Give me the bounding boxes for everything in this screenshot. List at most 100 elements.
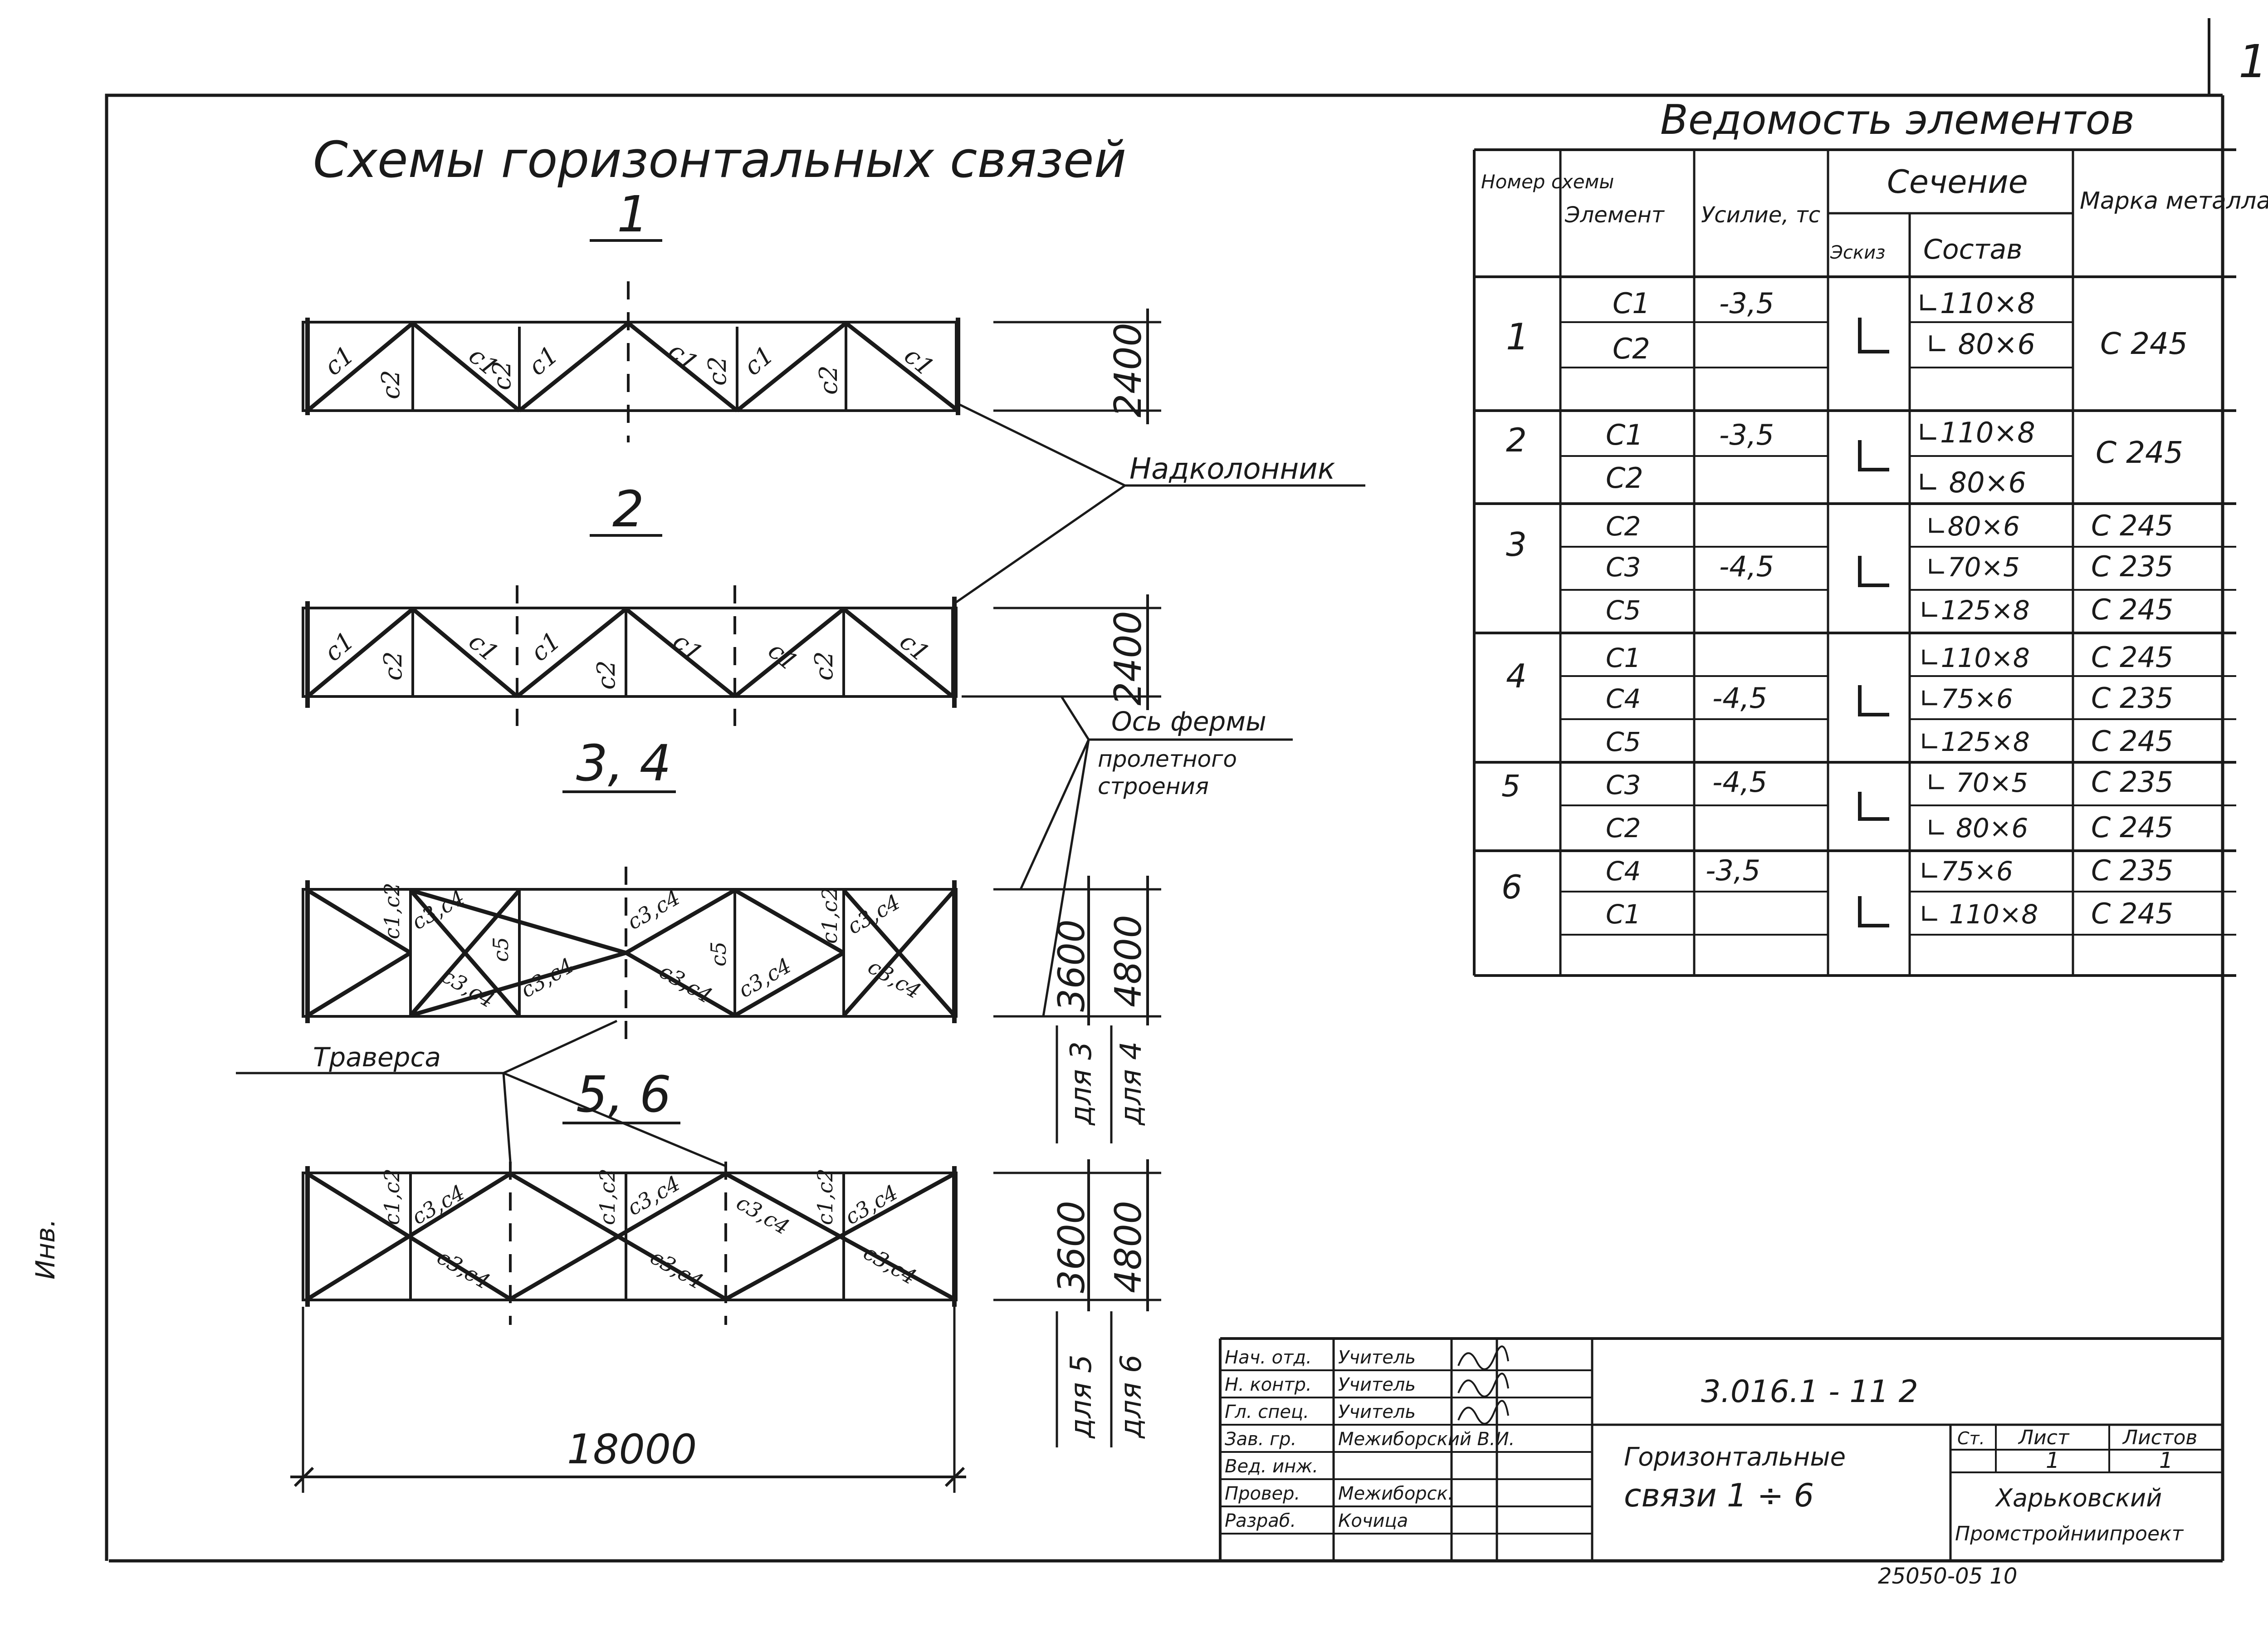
g3-r2-force: -4,5: [1719, 550, 1774, 583]
tb-doc-title-1: Горизонтальные: [1624, 1442, 1846, 1472]
s5-m4: с1,с2: [595, 1168, 620, 1225]
s2-m6: с1: [668, 627, 709, 668]
tb-role-5: Провер.: [1225, 1483, 1300, 1504]
span-dimension: 18000: [290, 1307, 966, 1493]
s2-m8: с2: [810, 651, 838, 681]
s5-for-b: для 6: [1114, 1354, 1148, 1439]
g1-r2-el: С2: [1613, 332, 1650, 365]
g1-r2-comp: ∟ 80×6: [1926, 328, 2035, 361]
os-fermy-label: Ось фермы: [1111, 706, 1266, 737]
scheme-2-label: 2: [612, 480, 644, 538]
scheme-5-6: 5, 6 с1,с2 с3,с4 с3,с4 с1,с2 с3,с4: [302, 1065, 1161, 1447]
tb-sheet-label: Лист: [2018, 1426, 2070, 1449]
g3-scheme: 3: [1506, 525, 1527, 564]
margin-note: Инв.: [30, 1219, 61, 1280]
hdr-sketch: Эскиз: [1830, 242, 1885, 263]
tb-role-0: Нач. отд.: [1225, 1347, 1312, 1368]
tb-name-1: Учитель: [1338, 1374, 1416, 1395]
g3-r3-steel: С 245: [2091, 593, 2173, 626]
s5-dim-a: 3600: [1051, 1201, 1093, 1293]
scheme-3-4-label: 3, 4: [576, 734, 671, 792]
s5-m7: с3,с4: [733, 1190, 794, 1240]
scheme-1: 1 с1 с2 с1 с2 с1 с1 с2 с1: [302, 185, 1161, 442]
s1-m7: с2: [703, 356, 732, 386]
g3-r2-steel: С 235: [2091, 550, 2173, 583]
page-number: 11: [2239, 35, 2268, 88]
s1-m5: с1: [523, 340, 564, 381]
g6-r1-comp: ∟75×6: [1919, 856, 2013, 887]
os-fermy-label-3: строения: [1098, 773, 1209, 799]
s3-m12: с3,с4: [864, 954, 925, 1004]
tb-stage-label: Ст.: [1957, 1428, 1985, 1448]
elements-table: Ведомость элементов Номер схемы Элемент …: [1473, 96, 2268, 977]
s1-m6: с1: [663, 337, 704, 378]
g5-r1-el: С3: [1606, 770, 1641, 800]
nadkolonnik-label: Надколонник: [1129, 452, 1335, 486]
s1-m9: с2: [814, 365, 843, 395]
s3-m1: с1,с2: [380, 883, 404, 939]
s2-m5: с2: [592, 660, 621, 690]
tb-name-5: Межиборск.: [1338, 1483, 1454, 1504]
tb-name-6: Кочица: [1338, 1510, 1408, 1531]
tb-role-4: Вед. инж.: [1225, 1456, 1318, 1477]
s3-m7: с5: [706, 941, 731, 966]
s3-m5: с3,с4: [517, 953, 578, 1002]
s3-m10: с1,с2: [817, 887, 842, 944]
g3-r2-el: С3: [1606, 552, 1641, 583]
signature-marks: [1457, 1345, 1509, 1425]
g2-scheme: 2: [1506, 421, 1527, 459]
tb-doc-title-2: связи 1 ÷ 6: [1624, 1477, 1814, 1514]
g4-r3-steel: С 245: [2091, 725, 2173, 758]
g5-r1-force: -4,5: [1712, 765, 1767, 799]
tb-sheets-label: Листов: [2122, 1426, 2197, 1449]
g1-steel: С 245: [2100, 326, 2188, 361]
g2-r1-el: С1: [1606, 418, 1643, 451]
s1-height: 2400: [1107, 323, 1150, 417]
g5-r1-comp: ∟ 70×5: [1926, 767, 2028, 798]
table-title: Ведомость элементов: [1660, 96, 2135, 144]
tb-org-1: Харьковский: [1994, 1484, 2162, 1512]
g4-r2-steel: С 235: [2091, 682, 2173, 715]
scheme-1-label: 1: [617, 185, 649, 243]
g3-r1-steel: С 245: [2091, 509, 2173, 542]
g4-r3-el: С5: [1606, 726, 1641, 757]
title-block: Нач. отд. Н. контр. Гл. спец. Зав. гр. В…: [1219, 1337, 2223, 1589]
s5-m9: с3,с4: [841, 1180, 902, 1229]
g5-r2-el: С2: [1606, 813, 1641, 843]
s3-for-a: для 3: [1065, 1041, 1098, 1126]
left-title: Схемы горизонтальных связей: [313, 131, 1126, 189]
tb-archive-no: 25050-05 10: [1878, 1564, 2017, 1589]
s2-m9: с1: [894, 627, 935, 668]
g4-r1-comp: ∟110×8: [1919, 642, 2030, 673]
g5-r2-steel: С 245: [2091, 811, 2173, 844]
s5-for-a: для 5: [1065, 1354, 1098, 1439]
s1-m2: с2: [376, 370, 405, 399]
g6-r1-steel: С 235: [2091, 854, 2173, 887]
g6-r2-steel: С 245: [2091, 897, 2173, 930]
s3-for-b: для 4: [1114, 1041, 1148, 1126]
page-frame: [105, 18, 2224, 1563]
g3-r3-el: С5: [1606, 595, 1641, 626]
s3-m3: с5: [489, 937, 513, 962]
g3-r1-el: С2: [1606, 511, 1641, 542]
traversa-label: Траверса: [313, 1042, 441, 1073]
g2-r2-el: С2: [1606, 461, 1643, 495]
tb-org-2: Промстройниипроект: [1955, 1522, 2184, 1545]
tb-sheets: 1: [2159, 1448, 2173, 1473]
hdr-composition: Состав: [1923, 234, 2023, 265]
g3-r3-comp: ∟125×8: [1919, 595, 2030, 626]
os-fermy-label-2: пролетного: [1098, 746, 1237, 772]
scheme-2: 2 с1 с2 с1 с1 с2 с1 с: [302, 480, 1161, 726]
callout-nadkolonnik: Надколонник: [953, 402, 1365, 605]
g6-r2-el: С1: [1606, 899, 1641, 930]
g6-r1-el: С4: [1606, 856, 1641, 887]
g3-r2-comp: ∟70×5: [1926, 552, 2020, 583]
span-length: 18000: [567, 1426, 697, 1473]
g1-r1-comp: ∟110×8: [1916, 287, 2035, 320]
s5-m2: с3,с4: [408, 1180, 469, 1229]
s5-m1: с1,с2: [380, 1168, 404, 1225]
callout-traversa: Траверса: [236, 1020, 726, 1167]
g3-r1-comp: ∟80×6: [1926, 511, 2020, 542]
g2-r1-comp: ∟110×8: [1916, 416, 2035, 449]
g4-r2-comp: ∟75×6: [1919, 683, 2013, 714]
